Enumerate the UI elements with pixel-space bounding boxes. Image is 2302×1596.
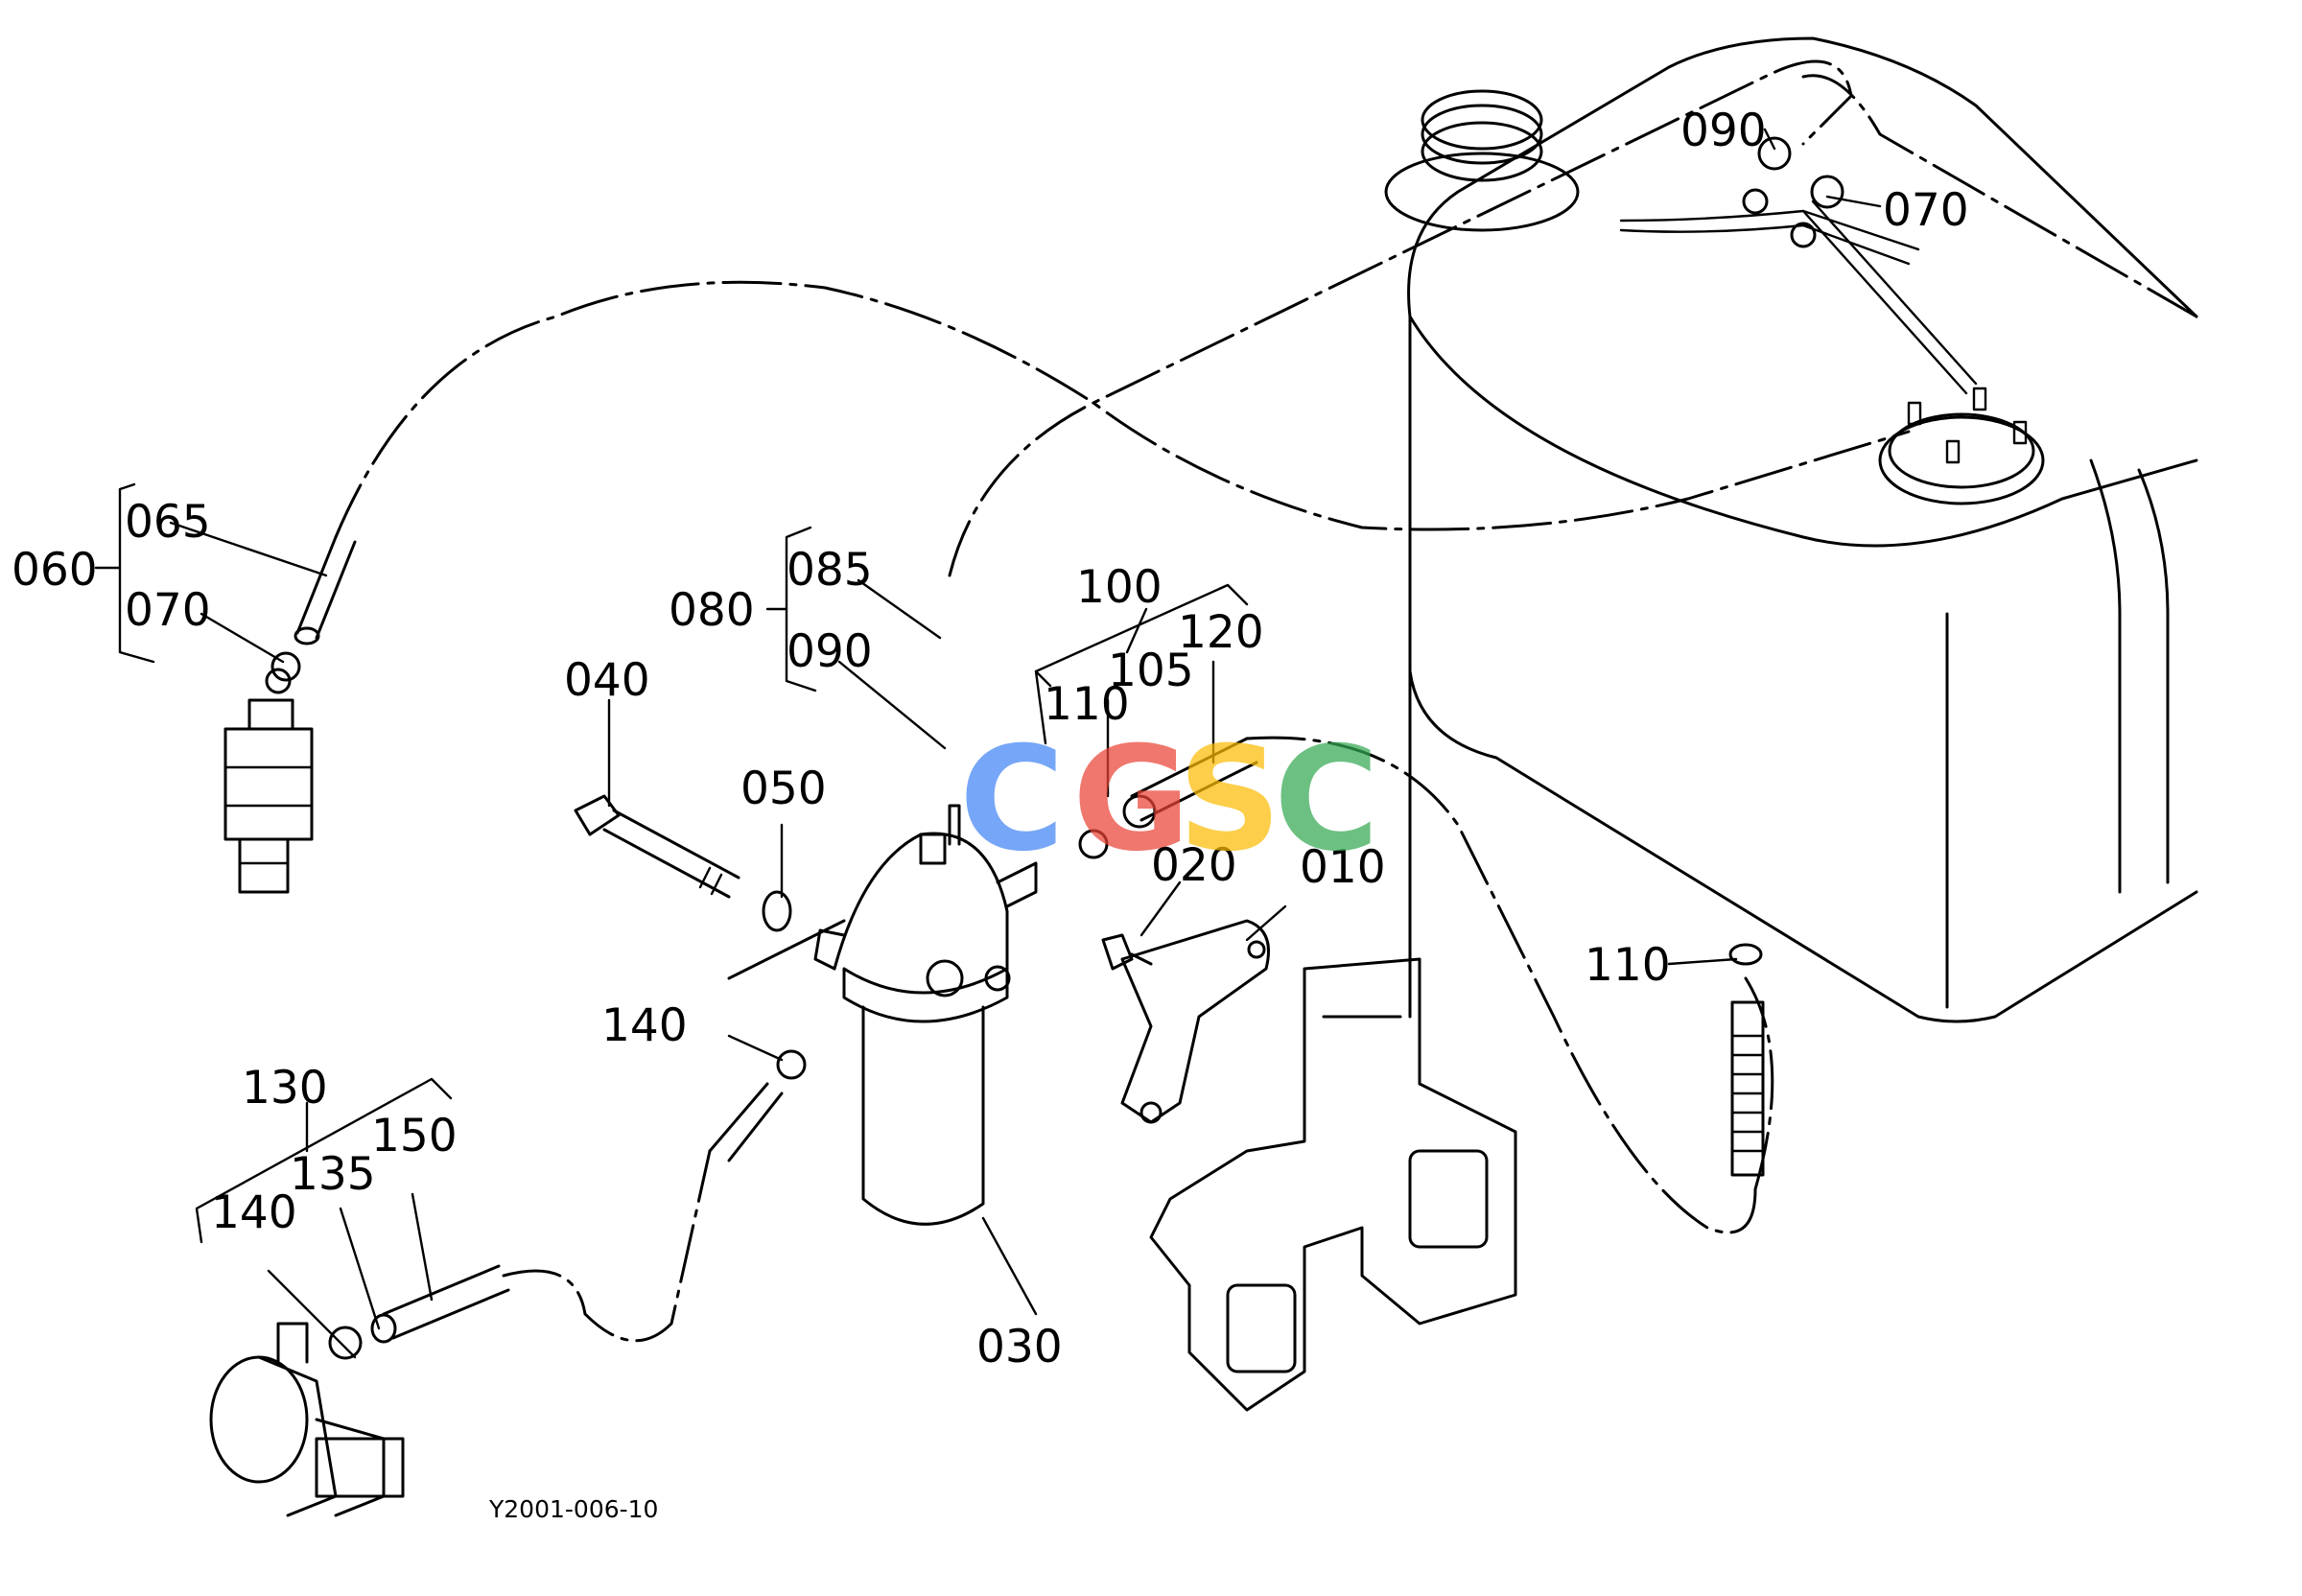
injector-pipe-assembly (223, 535, 357, 894)
bolt-and-washer (574, 794, 792, 932)
hose-assembly-100 (1078, 737, 1258, 859)
mounting-bracket (1101, 919, 1270, 1124)
label-090-top: 090 (1680, 105, 1767, 157)
fuel-filter (727, 804, 1038, 1226)
watermark-letter-c1: C (959, 716, 1065, 883)
label-090-mid: 090 (787, 625, 873, 678)
filler-cap (1384, 89, 1580, 232)
label-065: 065 (125, 496, 211, 549)
fuel-tank (1407, 36, 2198, 1023)
label-100: 100 (1076, 561, 1163, 614)
watermark-letter-g: G (1072, 716, 1190, 883)
label-130: 130 (242, 1062, 328, 1115)
label-080: 080 (669, 584, 755, 637)
label-070-left: 070 (125, 584, 211, 637)
label-085: 085 (787, 544, 873, 597)
label-050: 050 (740, 763, 827, 815)
label-020: 020 (1151, 839, 1237, 892)
feed-pump (209, 1322, 405, 1517)
leader-lines (94, 128, 1882, 1359)
label-140-mid: 140 (601, 999, 688, 1052)
label-040: 040 (564, 654, 650, 707)
fuel-hoses (334, 59, 2198, 1343)
part-labels: 060 065 070 080 085 090 040 050 100 110 … (12, 105, 1969, 1523)
label-120: 120 (1178, 606, 1264, 659)
label-150: 150 (371, 1110, 458, 1162)
intake-manifold (1149, 957, 1517, 1412)
watermark-letter-c2: C (1274, 716, 1379, 883)
cgsc-watermark: C G S C (959, 716, 1379, 883)
feed-hose-130 (328, 1049, 807, 1360)
right-hose-section (1728, 943, 1765, 1177)
label-135: 135 (290, 1148, 376, 1201)
label-110-right: 110 (1585, 939, 1671, 992)
label-060: 060 (12, 544, 98, 597)
watermark-letter-s: S (1178, 716, 1281, 883)
figure-code: Y2001-006-10 (488, 1495, 658, 1523)
label-010: 010 (1300, 841, 1386, 894)
label-070-right: 070 (1883, 184, 1969, 237)
tank-clamps (1742, 136, 1844, 248)
label-140-low: 140 (211, 1186, 297, 1239)
label-110-mid: 110 (1044, 678, 1130, 731)
fuel-gauge-sender (1878, 387, 2045, 505)
label-105: 105 (1108, 645, 1194, 697)
label-030: 030 (976, 1321, 1063, 1373)
